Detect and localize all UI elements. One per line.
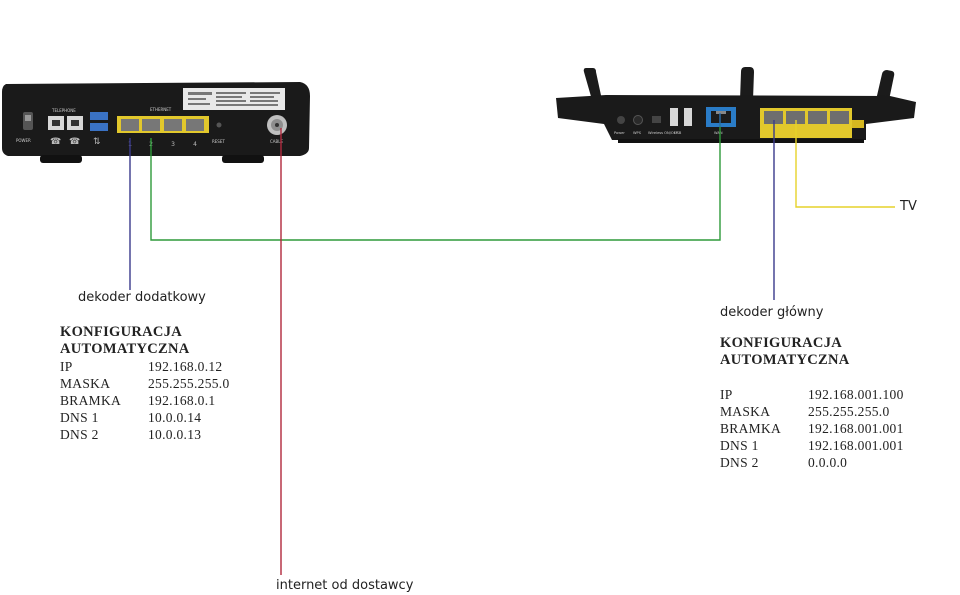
label-power: POWER [16, 138, 31, 143]
usb-icon: ⇅ [93, 136, 101, 146]
config-value: 192.168.001.100 [808, 387, 904, 402]
router-power-button [617, 116, 625, 124]
config-value: 192.168.001.001 [808, 421, 904, 436]
router-reset-tab [852, 120, 864, 128]
modem-foot-right [222, 155, 264, 163]
cable-modem: POWER TELEPHONE ☎ ☎ ⇅ ETHERNET 1 2 [2, 82, 310, 163]
modem-ethernet-port-1 [121, 119, 139, 131]
left-config-title-line1: KONFIGURACJA [60, 324, 183, 340]
port-number-4: 4 [193, 141, 197, 148]
modem-ethernet-port-3 [164, 119, 182, 131]
router-usb-port-2 [684, 108, 692, 126]
phone-icon-2: ☎ [69, 136, 80, 146]
phone-icon-1: ☎ [50, 136, 61, 146]
config-key: DNS 2 [60, 427, 99, 442]
router-wps-button [633, 115, 643, 125]
port-number-3: 3 [171, 141, 175, 148]
right-config-title-line2: AUTOMATYCZNA [720, 352, 850, 368]
config-key: DNS 1 [60, 410, 99, 425]
left-config-row: DNS 1 10.0.0.14 [60, 409, 230, 426]
router-lan-port-3 [808, 111, 827, 124]
router-antenna-right [876, 70, 895, 100]
router-antenna-left [583, 68, 602, 100]
label-dekoder-glowny: dekoder główny [720, 305, 824, 320]
config-value: 192.168.0.1 [148, 393, 216, 408]
router-label-wan: WAN [714, 131, 723, 135]
router-antenna-middle [740, 67, 754, 100]
router-foot [618, 139, 864, 143]
router-label-wireless: Wireless ON/OFF [648, 131, 678, 135]
config-value: 192.168.001.001 [808, 438, 904, 453]
config-key: MASKA [720, 404, 771, 419]
usb-port-2 [90, 123, 108, 131]
label-telephone: TELEPHONE [51, 108, 76, 113]
config-key: IP [60, 359, 73, 374]
wifi-router: Power WPS Wireless ON/OFF USB WAN Ethern… [556, 67, 916, 143]
router-lan-port-4 [830, 111, 849, 124]
right-config-row: DNS 2 0.0.0.0 [720, 454, 904, 471]
router-lan-port-2 [786, 111, 805, 124]
config-value: 192.168.0.12 [148, 359, 223, 374]
right-config-row: MASKA 255.255.255.0 [720, 403, 904, 420]
left-config-row: DNS 2 10.0.0.13 [60, 426, 230, 443]
right-config-title-line1: KONFIGURACJA [720, 335, 843, 351]
label-reset: RESET [212, 139, 225, 144]
config-key: DNS 1 [720, 438, 759, 453]
router-label-wps: WPS [633, 131, 642, 135]
wire-modem-to-router [150, 124, 721, 241]
usb-port-1 [90, 112, 108, 120]
wire-tv [795, 120, 895, 208]
right-config-row: DNS 1 192.168.001.001 [720, 437, 904, 454]
config-key: BRAMKA [720, 421, 782, 436]
router-wifi-switch [652, 116, 661, 123]
config-value: 10.0.0.14 [148, 410, 202, 425]
modem-foot-left [40, 155, 82, 163]
config-value: 10.0.0.13 [148, 427, 202, 442]
config-key: MASKA [60, 376, 111, 391]
left-config-row: IP 192.168.0.12 [60, 358, 230, 375]
power-switch-rocker [25, 115, 31, 121]
right-config-panel: KONFIGURACJA AUTOMATYCZNA IP 192.168.001.… [720, 335, 904, 471]
reset-hole [216, 122, 222, 128]
right-config-row: IP 192.168.001.100 [720, 386, 904, 403]
router-usb-port-1 [670, 108, 678, 126]
label-ethernet: ETHERNET [150, 107, 172, 112]
router-label-usb: USB [674, 131, 682, 135]
label-tv: TV [900, 199, 917, 214]
label-cable: CABLE [270, 139, 284, 144]
left-config-row: BRAMKA 192.168.0.1 [60, 392, 230, 409]
config-value: 255.255.255.0 [808, 404, 890, 419]
modem-ethernet-port-4 [186, 119, 204, 131]
left-config-title-line2: AUTOMATYCZNA [60, 341, 190, 357]
config-value: 0.0.0.0 [808, 455, 848, 470]
label-dekoder-dodatkowy: dekoder dodatkowy [78, 290, 206, 305]
config-key: BRAMKA [60, 393, 122, 408]
label-internet: internet od dostawcy [276, 578, 414, 593]
config-key: IP [720, 387, 733, 402]
router-lan-port-1 [764, 111, 783, 124]
config-value: 255.255.255.0 [148, 376, 230, 391]
router-label-power: Power [614, 131, 625, 135]
modem-ethernet-port-2 [142, 119, 160, 131]
config-key: DNS 2 [720, 455, 759, 470]
right-config-row: BRAMKA 192.168.001.001 [720, 420, 904, 437]
left-config-row: MASKA 255.255.255.0 [60, 375, 230, 392]
wires [129, 113, 895, 575]
